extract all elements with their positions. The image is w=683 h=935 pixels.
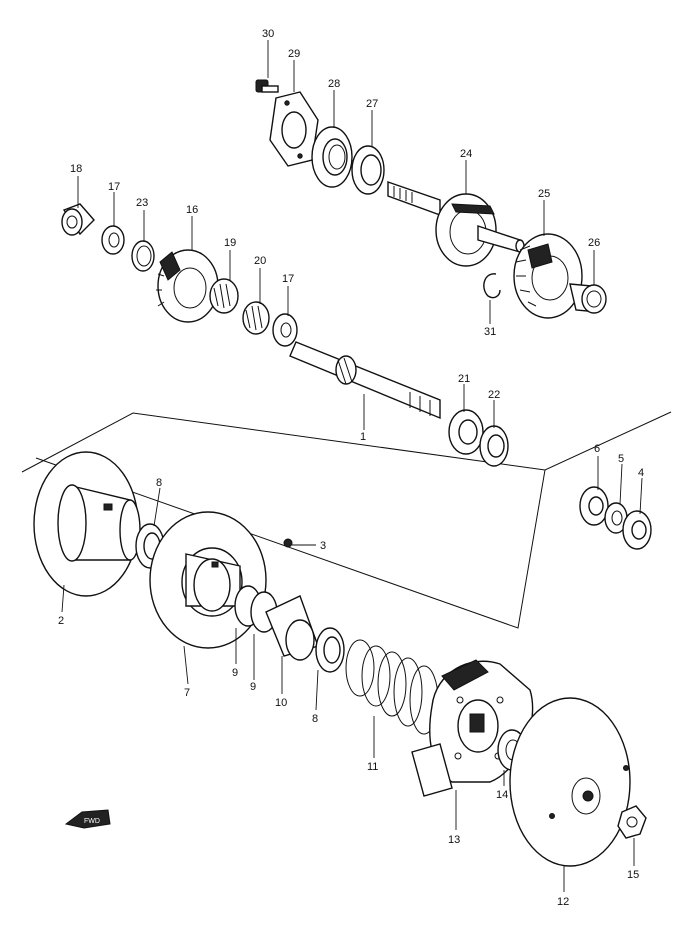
callout-16: 16	[186, 204, 198, 216]
part-5-washer	[604, 502, 628, 534]
callout-30: 30	[262, 28, 274, 40]
callout-25: 25	[538, 188, 550, 200]
part-22-oil-seal	[479, 425, 509, 467]
callout-1: 1	[360, 431, 366, 443]
callout-5: 5	[618, 453, 624, 465]
callout-27: 27	[366, 98, 378, 110]
fwd-direction-arrow: FWD	[64, 809, 111, 829]
part-21-bearing	[448, 409, 484, 455]
callout-15: 15	[627, 869, 639, 881]
callout-14: 14	[496, 789, 508, 801]
part-4-bearing	[622, 510, 652, 550]
callout-19: 19	[224, 237, 236, 249]
callout-28: 28	[328, 78, 340, 90]
callout-9-b: 9	[250, 681, 256, 693]
callout-17-lower: 17	[282, 273, 294, 285]
part-16-gear	[156, 249, 219, 323]
callout-26: 26	[588, 237, 600, 249]
part-10-collar	[265, 595, 319, 661]
callout-29: 29	[288, 48, 300, 60]
part-15-nut	[617, 805, 647, 839]
callout-24: 24	[460, 148, 472, 160]
part-25-driven-gear	[513, 233, 583, 319]
callout-11: 11	[367, 761, 378, 773]
part-23-circlip	[131, 240, 155, 272]
callout-10: 10	[275, 697, 287, 709]
callout-9-a: 9	[232, 667, 238, 679]
callout-22: 22	[488, 389, 500, 401]
part-27-oil-seal	[351, 145, 385, 195]
part-17-washer-lower	[272, 313, 298, 347]
part-7-drive-plate	[149, 511, 267, 649]
part-30-bolt	[255, 79, 279, 93]
part-18-bushing	[61, 203, 95, 236]
part-3-pin	[283, 538, 293, 548]
part-17-washer-upper	[101, 225, 125, 255]
part-19-needle-bearing	[209, 278, 239, 314]
callout-17-upper: 17	[108, 181, 120, 193]
callout-6: 6	[594, 443, 600, 455]
callout-20: 20	[254, 255, 266, 267]
callout-3: 3	[320, 540, 326, 552]
callout-2: 2	[58, 615, 64, 627]
part-1-primary-shaft	[289, 341, 441, 420]
part-number-callouts: 30 29 28 27 24 25 26 31 18 17 23 16 19 2…	[58, 28, 644, 908]
callout-7: 7	[184, 687, 190, 699]
part-2-movable-drive-face	[33, 451, 141, 597]
fwd-label: FWD	[84, 818, 100, 825]
callout-21: 21	[458, 373, 470, 385]
leader-lines	[61, 40, 643, 892]
part-29-gasket	[269, 91, 319, 167]
callout-31: 31	[484, 326, 496, 338]
callout-4: 4	[638, 467, 644, 479]
callout-23: 23	[136, 197, 148, 209]
callout-8-lower: 8	[312, 713, 318, 725]
part-8-seal-lower	[315, 627, 345, 673]
part-24-drive-shaft-gear	[387, 181, 525, 267]
part-11-clutch-spring	[345, 639, 439, 735]
callout-12: 12	[557, 896, 569, 908]
part-6-bearing	[579, 486, 609, 526]
callout-13: 13	[448, 834, 460, 846]
callout-8-upper: 8	[156, 477, 162, 489]
part-26-bushing	[569, 283, 607, 314]
part-12-clutch-housing	[509, 697, 631, 867]
part-31-circlip	[483, 273, 501, 299]
part-28-bearing	[311, 126, 353, 188]
part-20-needle-bearing	[242, 301, 270, 335]
callout-18: 18	[70, 163, 82, 175]
